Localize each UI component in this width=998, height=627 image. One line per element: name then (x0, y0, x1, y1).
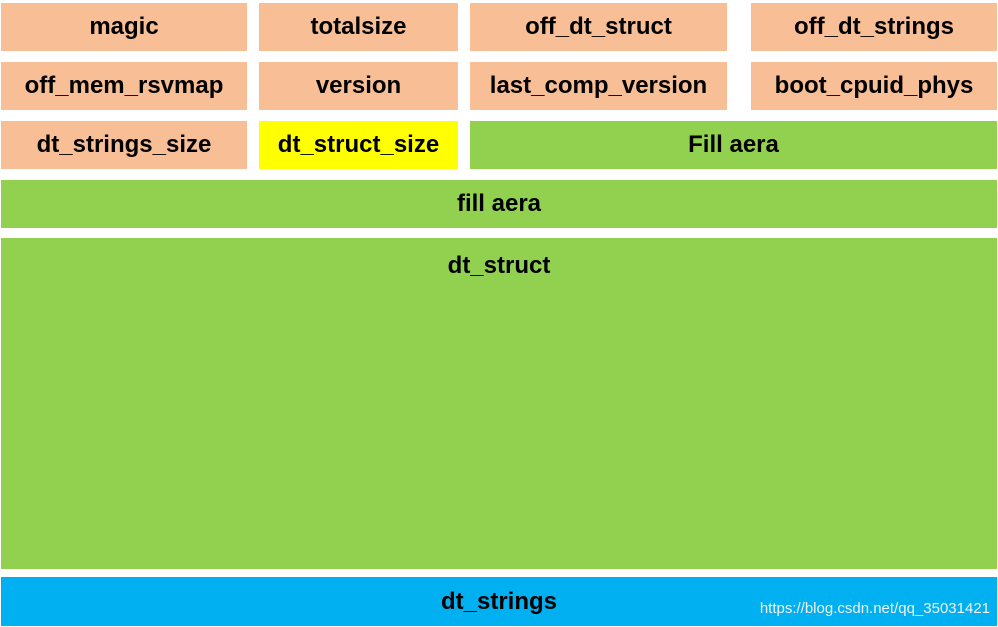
magic-field: magic (1, 3, 247, 51)
off-dt-struct-label: off_dt_struct (525, 13, 672, 40)
version-field: version (259, 62, 458, 110)
dt-struct-label: dt_struct (447, 252, 551, 279)
off-dt-strings-label: off_dt_strings (793, 13, 954, 40)
dt-struct-block: dt_struct (1, 238, 997, 569)
off-dt-strings-field: off_dt_strings (751, 3, 997, 51)
off-dt-struct-field: off_dt_struct (470, 3, 727, 51)
version-label: version (315, 72, 402, 99)
last-comp-version-label: last_comp_version (489, 72, 708, 99)
dt-struct-size-field: dt_struct_size (259, 121, 458, 169)
boot-cpuid-phys-field: boot_cpuid_phys (751, 62, 997, 110)
totalsize-label: totalsize (310, 13, 407, 40)
dt-strings-size-label: dt_strings_size (36, 131, 212, 158)
dt-strings-size-field: dt_strings_size (1, 121, 247, 169)
fill-area-row3-label: Fill aera (688, 131, 779, 158)
fill-area-row4: fill aera (1, 180, 997, 228)
magic-label: magic (89, 13, 159, 40)
fill-area-row4-label: fill aera (456, 190, 542, 217)
totalsize-field: totalsize (259, 3, 458, 51)
off-mem-rsvmap-field: off_mem_rsvmap (1, 62, 247, 110)
boot-cpuid-phys-label: boot_cpuid_phys (774, 72, 974, 99)
watermark-text: https://blog.csdn.net/qq_35031421 (759, 600, 990, 617)
off-mem-rsvmap-label: off_mem_rsvmap (24, 72, 224, 99)
dt-struct-size-label: dt_struct_size (277, 131, 440, 158)
dt-strings-block: dt_strings (1, 577, 997, 626)
last-comp-version-field: last_comp_version (470, 62, 727, 110)
fill-area-row3: Fill aera (470, 121, 997, 169)
dt-strings-label: dt_strings (440, 587, 557, 615)
